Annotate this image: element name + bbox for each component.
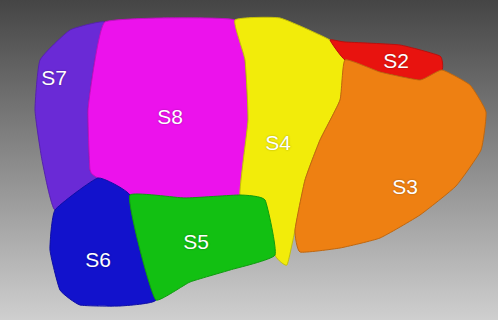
segment-label: S2 xyxy=(383,50,409,71)
segment-shape xyxy=(88,18,248,199)
segment-label: S4 xyxy=(265,132,291,153)
liver-segment: S5 xyxy=(130,195,275,300)
segment-label: S5 xyxy=(183,231,209,252)
segment-shape xyxy=(129,194,275,300)
segment-label: S8 xyxy=(157,106,183,127)
liver-segment: S8 xyxy=(88,18,248,198)
segment-label: S7 xyxy=(41,67,67,88)
liver-segment: S3 xyxy=(295,60,486,252)
segment-shape xyxy=(295,60,486,252)
segment-label: S6 xyxy=(85,249,111,270)
segment-label: S3 xyxy=(392,176,418,197)
segment-outline xyxy=(295,60,486,252)
